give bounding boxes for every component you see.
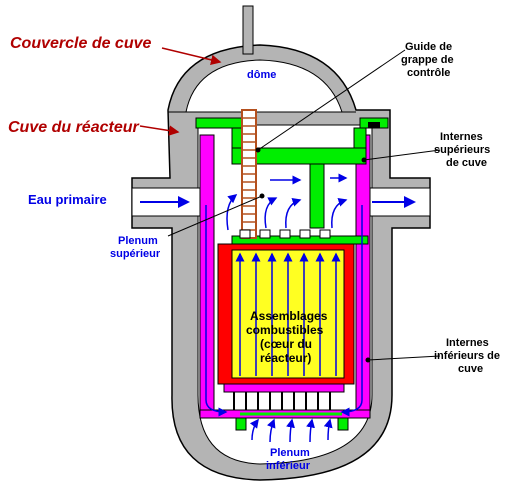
label-plenum-sup-2: supérieur — [110, 248, 161, 260]
label-internes-sup-3: de cuve — [446, 157, 487, 169]
label-assemblages-1: Assemblages — [250, 309, 328, 323]
control-rod-guide — [241, 109, 257, 239]
top-guide-tube — [242, 5, 254, 55]
label-plenum-sup-1: Plenum — [118, 235, 158, 247]
label-dome: dôme — [247, 69, 276, 81]
label-cuve: Cuve du réacteur — [8, 119, 139, 136]
dome-interior — [185, 59, 343, 113]
label-guide-1: Guide de — [405, 41, 452, 53]
label-pointers — [139, 47, 441, 363]
lower-support-plate — [223, 383, 349, 431]
upper-plate-nozzles — [239, 229, 331, 239]
label-plenum-inf-2: inférieur — [266, 460, 311, 472]
label-internes-inf-2: inférieurs de — [434, 350, 500, 362]
label-internes-inf-3: cuve — [458, 363, 483, 375]
coolant-flow-arrows — [140, 173, 416, 443]
label-internes-inf-1: Internes — [446, 337, 489, 349]
label-guide-2: grappe de — [401, 54, 454, 66]
label-plenum-inf-1: Plenum — [270, 447, 310, 459]
label-eau-primaire: Eau primaire — [28, 192, 107, 207]
label-assemblages-4: réacteur) — [260, 351, 311, 365]
label-internes-sup-1: Internes — [440, 131, 483, 143]
label-internes-sup-2: supérieurs — [434, 144, 490, 156]
label-assemblages-3: (cœur du — [260, 337, 312, 351]
label-couvercle: Couvercle de cuve — [10, 35, 152, 52]
label-guide-3: contrôle — [407, 67, 450, 79]
label-assemblages-2: combustibles — [246, 323, 324, 337]
